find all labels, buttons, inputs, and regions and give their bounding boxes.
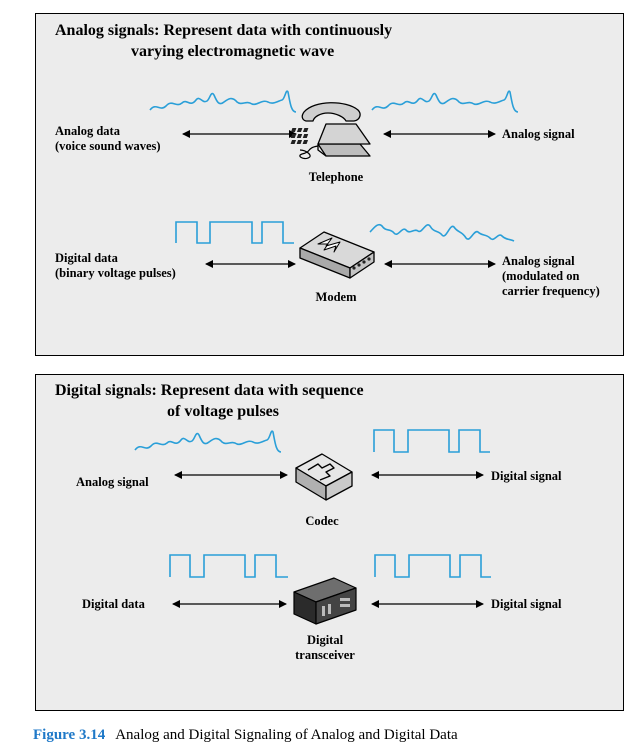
analog-waveform-telephone-out bbox=[371, 90, 519, 113]
analog-waveform-voice bbox=[149, 90, 297, 113]
digital-heading-line2: of voltage pulses bbox=[167, 403, 279, 420]
label-codec: Codec bbox=[305, 514, 339, 528]
label-digital-transceiver-line1: Digital bbox=[306, 633, 344, 647]
analog-waveform-codec-in bbox=[134, 430, 282, 453]
modem-icon bbox=[299, 231, 375, 279]
figure-number: Figure 3.14 bbox=[33, 727, 106, 743]
label-analog-signal-modem: Analog signal bbox=[502, 254, 575, 268]
digital-waveform-binary bbox=[175, 221, 294, 244]
telephone-icon bbox=[290, 102, 371, 160]
label-digital-signal-codec: Digital signal bbox=[491, 469, 562, 483]
digital-heading-line1: Digital signals: Represent data with seq… bbox=[55, 382, 364, 399]
analog-heading-line2: varying electromagnetic wave bbox=[131, 43, 335, 60]
digital-waveform-codec-out bbox=[373, 429, 490, 453]
figure-caption: Figure 3.14 Analog and Digital Signaling … bbox=[33, 727, 458, 744]
label-telephone: Telephone bbox=[308, 170, 364, 184]
label-analog-data: Analog data bbox=[55, 124, 120, 138]
label-modulated-on: (modulated on bbox=[502, 269, 580, 283]
label-analog-signal-codec: Analog signal bbox=[76, 475, 149, 489]
label-digital-signal-transceiver: Digital signal bbox=[491, 597, 562, 611]
figure-caption-text: Analog and Digital Signaling of Analog a… bbox=[115, 727, 458, 743]
analog-signals-panel bbox=[35, 13, 624, 356]
label-analog-signal-telephone: Analog signal bbox=[502, 127, 575, 141]
label-digital-data-transceiver: Digital data bbox=[82, 597, 145, 611]
digital-waveform-transceiver-in bbox=[169, 554, 288, 578]
label-binary-voltage-pulses: (binary voltage pulses) bbox=[55, 266, 176, 280]
label-modem: Modem bbox=[315, 290, 357, 304]
digital-waveform-transceiver-out bbox=[374, 554, 491, 578]
analog-heading-line1: Analog signals: Represent data with cont… bbox=[55, 22, 393, 39]
label-carrier-frequency: carrier frequency) bbox=[502, 284, 600, 298]
analog-waveform-modulated bbox=[369, 223, 515, 242]
codec-icon bbox=[295, 453, 353, 501]
label-digital-transceiver-line2: transceiver bbox=[295, 648, 355, 662]
digital-signals-panel bbox=[35, 374, 624, 711]
label-digital-data: Digital data bbox=[55, 251, 118, 265]
digital-transceiver-icon bbox=[293, 577, 357, 625]
label-voice-sound-waves: (voice sound waves) bbox=[55, 139, 161, 153]
